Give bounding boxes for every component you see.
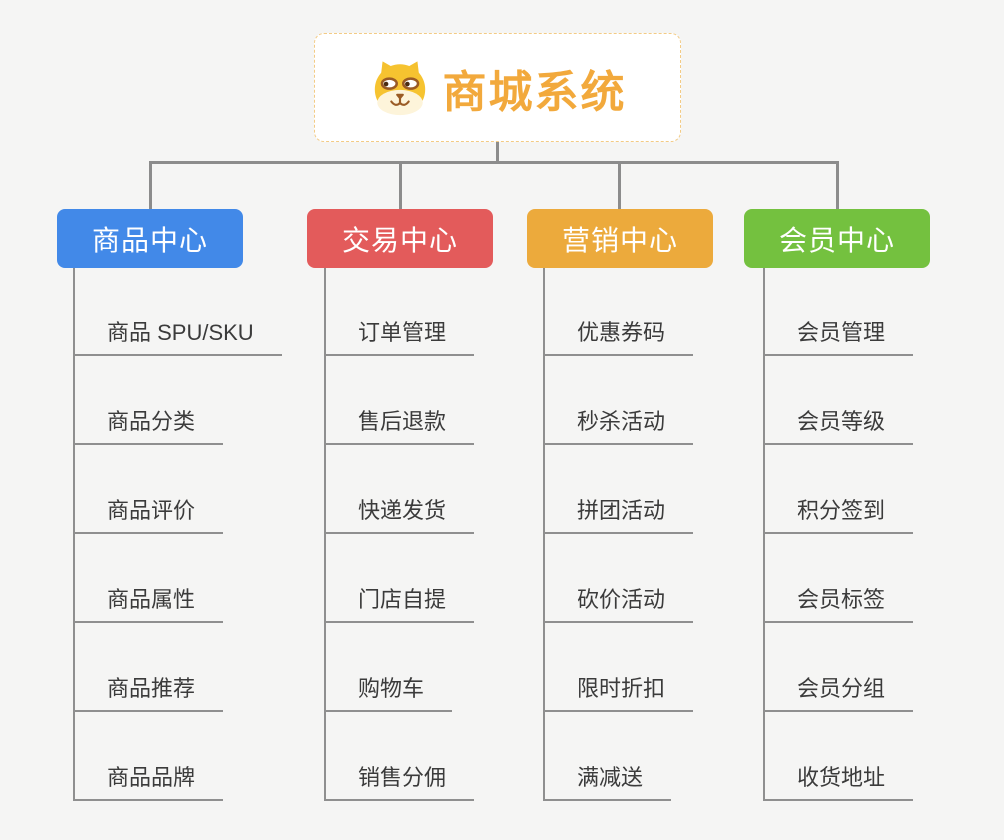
- branch-trade-center[interactable]: 交易中心: [307, 209, 493, 268]
- subtopic-item[interactable]: 砍价活动: [543, 585, 694, 623]
- connector-drop-1: [149, 161, 152, 210]
- shiba-dog-face-icon: [369, 59, 431, 116]
- subtopic-item[interactable]: 商品属性: [73, 585, 224, 623]
- subtopic-item[interactable]: 优惠券码: [543, 318, 694, 356]
- subtopic-item[interactable]: 门店自提: [324, 585, 475, 623]
- branch-label: 会员中心: [778, 224, 895, 256]
- subtopic-item[interactable]: 收货地址: [763, 763, 914, 801]
- subtopic-item[interactable]: 秒杀活动: [543, 407, 694, 445]
- branch-label: 营销中心: [561, 224, 678, 256]
- subtopic-item[interactable]: 会员标签: [763, 585, 914, 623]
- subtopic-item[interactable]: 售后退款: [324, 407, 475, 445]
- subtopic-item[interactable]: 会员管理: [763, 318, 914, 356]
- connector-column-4: [763, 268, 765, 801]
- subtopic-item[interactable]: 快递发货: [324, 496, 475, 534]
- connector-column-1: [73, 268, 75, 801]
- connector-root-stem: [496, 141, 499, 163]
- branch-product-center[interactable]: 商品中心: [57, 209, 243, 268]
- root-node[interactable]: 商城系统: [314, 33, 681, 142]
- connector-drop-3: [618, 161, 621, 210]
- connector-drop-2: [399, 161, 402, 210]
- connector-column-2: [324, 268, 326, 801]
- connector-column-3: [543, 268, 545, 801]
- branch-member-center[interactable]: 会员中心: [744, 209, 930, 268]
- subtopic-item[interactable]: 拼团活动: [543, 496, 694, 534]
- subtopic-item[interactable]: 积分签到: [763, 496, 914, 534]
- subtopic-item[interactable]: 商品品牌: [73, 763, 224, 801]
- subtopic-item[interactable]: 限时折扣: [543, 674, 694, 712]
- subtopic-item[interactable]: 商品分类: [73, 407, 224, 445]
- subtopic-item[interactable]: 销售分佣: [324, 763, 475, 801]
- connector-bus: [149, 161, 838, 164]
- branch-label: 交易中心: [341, 224, 458, 256]
- subtopic-item[interactable]: 商品推荐: [73, 674, 224, 712]
- branch-marketing-center[interactable]: 营销中心: [527, 209, 713, 268]
- subtopic-item[interactable]: 商品 SPU/SKU: [73, 318, 282, 356]
- subtopic-item[interactable]: 会员分组: [763, 674, 914, 712]
- connector-drop-4: [836, 161, 839, 210]
- subtopic-item[interactable]: 满减送: [543, 763, 672, 801]
- subtopic-item[interactable]: 会员等级: [763, 407, 914, 445]
- subtopic-item[interactable]: 商品评价: [73, 496, 224, 534]
- subtopic-item[interactable]: 订单管理: [324, 318, 475, 356]
- subtopic-item[interactable]: 购物车: [324, 674, 453, 712]
- branch-label: 商品中心: [91, 224, 208, 256]
- root-title: 商城系统: [442, 67, 627, 117]
